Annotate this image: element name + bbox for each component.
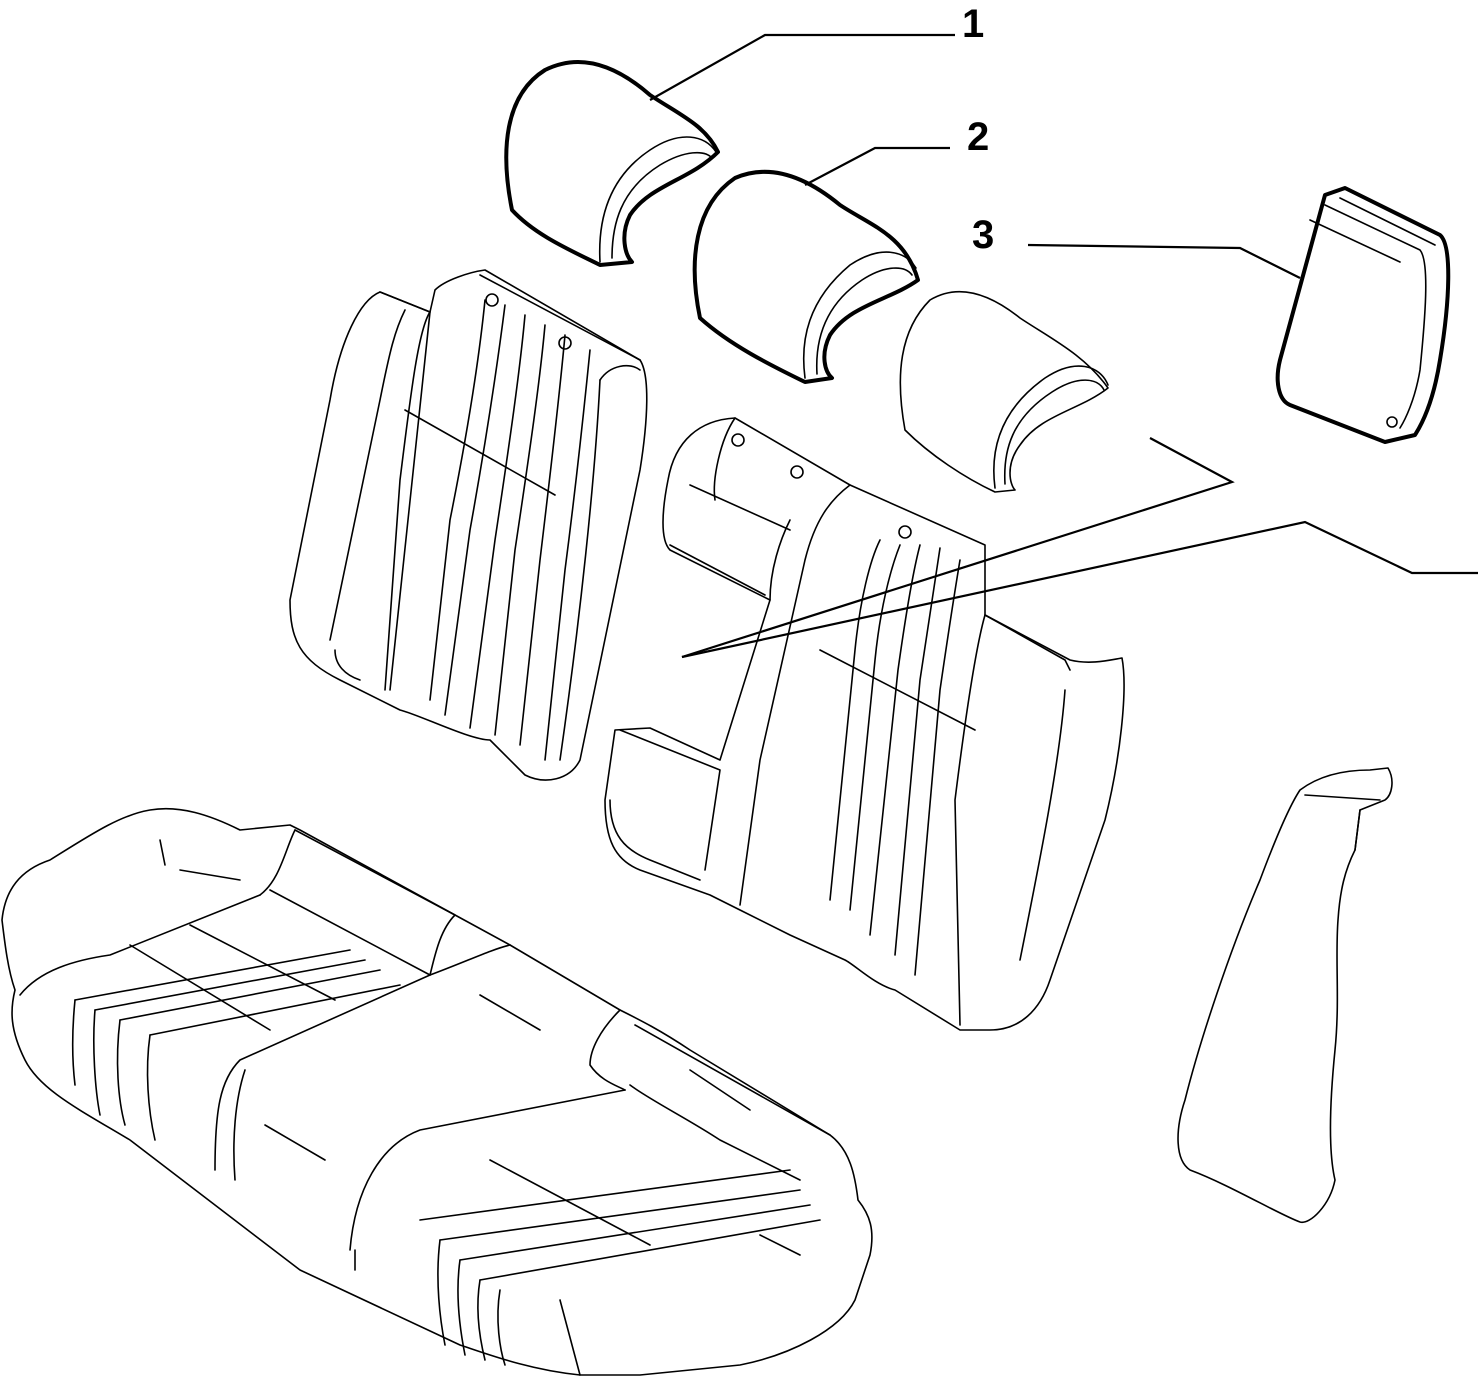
headrest-3[interactable] (899, 290, 1109, 493)
leader-lines (649, 33, 1478, 659)
headrest-2[interactable] (692, 169, 920, 384)
headrest-1[interactable] (504, 60, 720, 267)
leader-2 (804, 146, 950, 186)
callout-3: 3 (972, 213, 994, 257)
armrest[interactable] (1275, 186, 1451, 444)
leader-3 (1027, 243, 1301, 279)
seat-cushion[interactable] (1, 807, 873, 1376)
center-backrest[interactable] (604, 417, 1125, 1031)
leader-1 (649, 33, 955, 101)
left-backrest[interactable] (289, 269, 648, 781)
leader-5 (681, 520, 1478, 659)
leader-4 (681, 437, 1235, 659)
callout-1: 1 (962, 2, 984, 46)
side-bolster[interactable] (1177, 767, 1393, 1223)
callout-2: 2 (967, 115, 989, 159)
